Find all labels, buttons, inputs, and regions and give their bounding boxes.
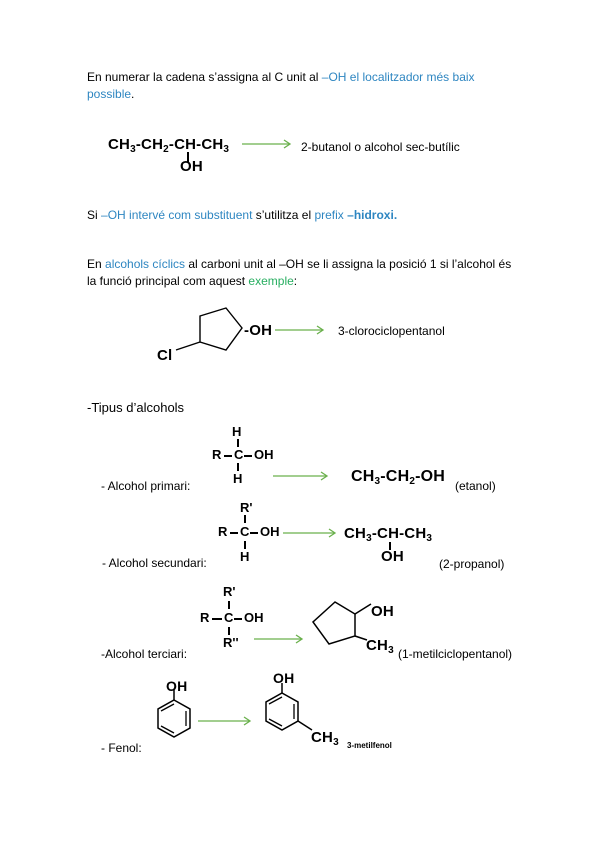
- substituent-paragraph: Si –OH intervé com substituent s’utilitz…: [87, 208, 398, 222]
- secondary-r-top: R': [240, 500, 253, 515]
- primary-bond-left: [224, 455, 232, 457]
- secondary-bond-left: [230, 532, 238, 534]
- methylphenol-structure: [265, 683, 313, 731]
- hidroxi-highlight: –hidroxi.: [347, 208, 398, 222]
- butanol-formula: CH3-CH2-CH-CH3: [108, 136, 230, 155]
- numbering-period: .: [131, 87, 135, 101]
- phenol-label: - Fenol:: [101, 741, 142, 755]
- tertiary-bond-left: [212, 618, 222, 620]
- propanol-name: (2-propanol): [439, 557, 505, 571]
- primary-bond-top: [237, 439, 239, 447]
- methylphenol-oh: OH: [273, 670, 295, 686]
- tertiary-label: -Alcohol terciari:: [101, 647, 188, 661]
- primary-r: R: [212, 447, 222, 462]
- primary-c: C: [234, 447, 244, 462]
- secondary-h-bottom: H: [240, 549, 250, 564]
- substituent-highlight: –OH intervé com substituent: [101, 208, 253, 222]
- tertiary-bond-top: [228, 601, 230, 609]
- cyclic-oh: -OH: [244, 322, 273, 339]
- secondary-bond-right: [250, 532, 258, 534]
- arrow-tertiary: [254, 634, 304, 644]
- butanol-oh: OH: [180, 158, 203, 175]
- ethanol-formula: CH3-CH2-OH: [351, 468, 446, 487]
- primary-oh: OH: [254, 447, 274, 462]
- chlorocyclopentanol-structure: [175, 307, 243, 351]
- secondary-bond-top: [244, 515, 246, 523]
- butanol-name: 2-butanol o alcohol sec-butílic: [301, 140, 460, 154]
- primary-h-top: H: [232, 424, 242, 439]
- primary-bond-bottom: [237, 463, 239, 471]
- tertiary-r-bottom: R'': [223, 635, 239, 650]
- numbering-highlight: –OH el localitzador més baix: [321, 70, 475, 84]
- arrow-1: [242, 139, 292, 149]
- arrow-primary: [273, 471, 329, 481]
- secondary-c: C: [240, 524, 250, 539]
- tertiary-oh: OH: [244, 610, 264, 625]
- cyclic-cl: Cl: [157, 347, 173, 364]
- tertiary-ring-ch3: CH3: [366, 637, 394, 656]
- primary-label: - Alcohol primari:: [101, 479, 191, 493]
- propanol-oh: OH: [381, 548, 404, 565]
- tertiary-r-top: R': [223, 584, 236, 599]
- phenol-oh: OH: [166, 678, 188, 694]
- primary-h-bottom: H: [233, 471, 243, 486]
- methylcyclopentanol-structure: [311, 601, 372, 645]
- tertiary-ring-oh: OH: [371, 603, 394, 620]
- phenol-structure: [157, 690, 191, 738]
- arrow-secondary: [283, 528, 337, 538]
- methylphenol-name: 3-metilfenol: [347, 741, 392, 750]
- cyclic-paragraph: En alcohols cíclics al carboni unit al –…: [87, 257, 512, 288]
- tertiary-bond-right: [234, 618, 242, 620]
- butanol-bond: [187, 152, 189, 162]
- propanol-bond: [389, 542, 391, 550]
- numbering-paragraph: En numerar la cadena s’assigna al C unit…: [87, 69, 527, 103]
- propanol-formula: CH3-CH-CH3: [344, 525, 433, 544]
- example-link[interactable]: exemple: [248, 274, 294, 288]
- arrow-2: [275, 325, 325, 335]
- tertiary-bond-bottom: [228, 627, 230, 635]
- prefix-highlight: prefix: [314, 208, 348, 222]
- secondary-label: - Alcohol secundari:: [102, 556, 207, 570]
- tertiary-c: C: [224, 610, 234, 625]
- methylphenol-ch3: CH3: [311, 729, 339, 748]
- numbering-highlight-2: possible: [87, 87, 132, 101]
- types-heading: -Tipus d’alcohols: [87, 400, 185, 415]
- methylcyclopentanol-name: (1-metilciclopentanol): [398, 647, 513, 661]
- secondary-bond-bottom: [244, 541, 246, 549]
- ethanol-name: (etanol): [455, 479, 496, 493]
- secondary-r: R: [218, 524, 228, 539]
- arrow-phenol: [198, 716, 252, 726]
- secondary-oh: OH: [260, 524, 280, 539]
- cyclic-name: 3-clorociclopentanol: [338, 324, 445, 338]
- cyclic-highlight: alcohols cíclics: [105, 257, 186, 271]
- numbering-text-1: En numerar la cadena s’assigna al C unit…: [87, 70, 322, 84]
- primary-bond-right: [244, 455, 252, 457]
- tertiary-r: R: [200, 610, 210, 625]
